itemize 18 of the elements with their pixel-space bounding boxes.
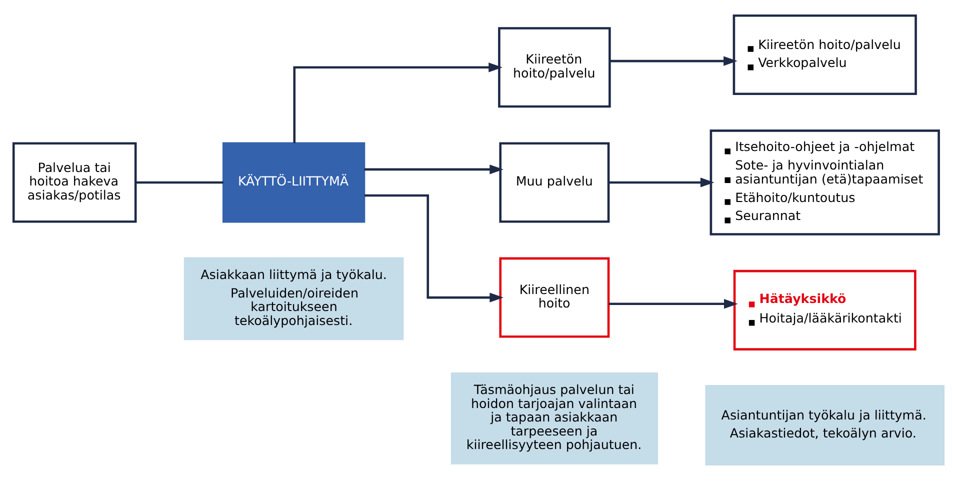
node-box: Täsmäohjaus palvelun tai hoidon tarjoajan valintaan ja tapaan asiakkaan tarpeeseen ja kiireellisyyteen pohjautuen. bbox=[450, 372, 658, 464]
arrow bbox=[608, 299, 738, 309]
node-box: Itsehoito-ohjeet ja -ohjelmat Sote- ja hyvinvointialan asiantuntijan (etä)tapaamiset Etähoito/kuntoutus Seurannat bbox=[709, 130, 940, 236]
node-box: Kiireetön hoito/palvelu bbox=[498, 27, 610, 108]
node-box: Hätäyksikkö Hoitaja/lääkärikontakti bbox=[732, 270, 916, 350]
arrow bbox=[609, 56, 737, 66]
node-box: Palvelua tai hoitoa hakeva asiakas/potilas bbox=[12, 142, 136, 223]
arrow bbox=[608, 178, 714, 188]
node-box: Kiireetön hoito/palvelu Verkkopalvelu bbox=[732, 14, 916, 95]
arrow bbox=[292, 62, 502, 144]
node-box: Asiantuntijan työkalu ja liittymä. Asiakastiedot, tekoälyn arvio. bbox=[704, 385, 944, 466]
node-box: Muu palvelu bbox=[498, 142, 610, 223]
node-box: Kiireellinen hoito bbox=[498, 257, 610, 338]
node-box: Asiakkaan liittymä ja työkalu. Palveluiden/oireiden kartoitukseen tekoälypohjaisesti. bbox=[183, 257, 404, 340]
connector bbox=[135, 181, 223, 184]
node-box: KÄYTTÖ-LIITTYMÄ bbox=[222, 142, 365, 223]
arrow bbox=[364, 194, 504, 302]
arrow bbox=[364, 164, 503, 174]
